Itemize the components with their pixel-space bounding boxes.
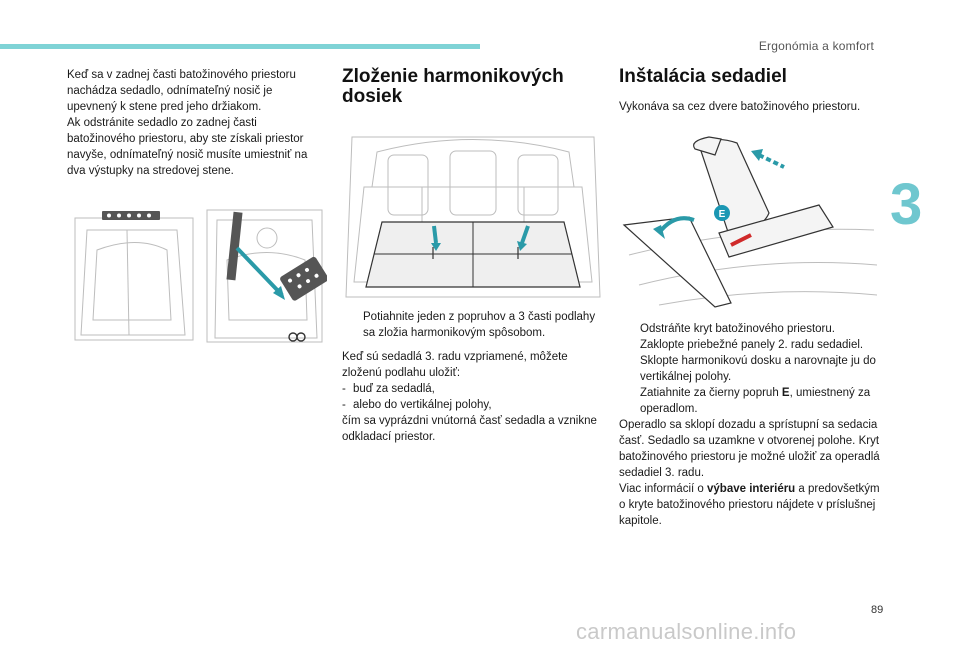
- page-number: 89: [871, 604, 884, 616]
- paragraph: Ak odstránite sedadlo zo zadnej časti ba…: [67, 117, 308, 177]
- section-color-bar: [0, 44, 480, 49]
- paragraph: Operadlo sa sklopí dozadu a sprístupní s…: [619, 419, 880, 479]
- section-heading: Zloženie harmonikových dosiek: [342, 66, 564, 107]
- instruction-item: Odstráňte kryt batožinového priestoru.: [640, 323, 835, 335]
- paragraph: Viac informácií o výbave interiéru a pre…: [619, 483, 880, 527]
- section-heading: Inštalácia sedadiel: [619, 66, 787, 87]
- column-left: Keď sa v zadnej časti batožinového pries…: [67, 67, 325, 179]
- folding-floor-illustration: [345, 136, 601, 298]
- instruction-item: Sklopte harmonikovú dosku a narovnajte j…: [640, 355, 876, 383]
- instruction-item: Zaklopte priebežné panely 2. radu sedadi…: [640, 339, 864, 351]
- list-item: - buď za sedadlá,: [342, 383, 435, 395]
- seat-installation-illustration: E: [622, 136, 878, 308]
- carrier-illustration: [74, 209, 327, 343]
- column-middle: Zloženie harmonikových dosiek Potiahnite…: [342, 67, 604, 445]
- list-item: - alebo do vertikálnej polohy,: [342, 399, 492, 411]
- watermark: carmanualsonline.info: [576, 619, 797, 644]
- instruction-item: Potiahnite jeden z popruhov a 3 časti po…: [363, 311, 596, 339]
- strap-label: E: [719, 209, 726, 220]
- instruction-item: Zatiahnite za čierny popruh E, umiestnen…: [640, 387, 871, 415]
- chapter-number: 3: [890, 172, 923, 237]
- paragraph: Keď sa v zadnej časti batožinového pries…: [67, 69, 296, 113]
- section-title: Ergonómia a komfort: [758, 39, 874, 53]
- paragraph: čím sa vyprázdni vnútorná časť sedadla a…: [342, 415, 597, 443]
- paragraph: Vykonáva sa cez dvere batožinového pries…: [619, 101, 861, 113]
- paragraph: Keď sú sedadlá 3. radu vzpriamené, môžet…: [342, 351, 568, 379]
- column-right: Inštalácia sedadiel Vykonáva sa cez dver…: [619, 67, 881, 529]
